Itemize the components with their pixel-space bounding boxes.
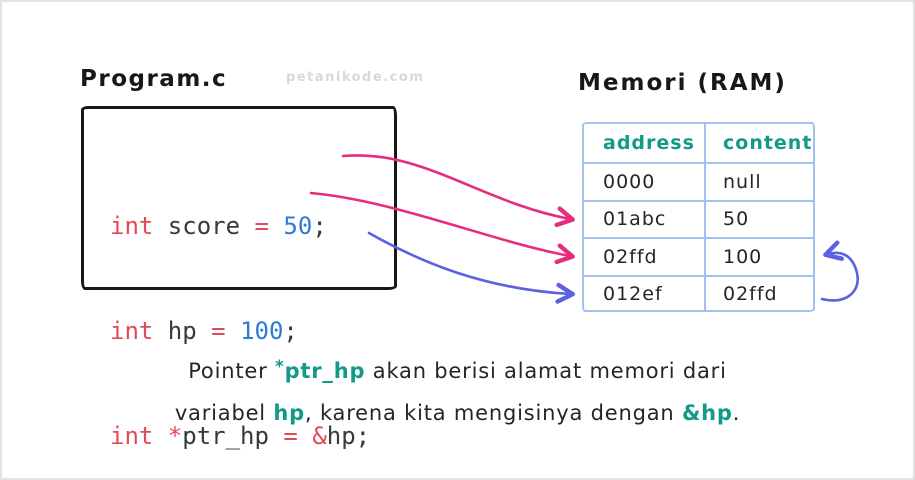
code-token: * [167,422,183,450]
code-token: hp [153,317,212,345]
code-token: int [110,212,154,240]
address-cell: 01abc [603,208,667,231]
content-cell: 02ffd [704,276,813,312]
code-token: = [268,422,313,450]
code-line-ptr: int *ptr_hp = &hp; [110,419,394,454]
content-cell: null [704,164,813,200]
code-line-score: int score = 50; [110,209,394,244]
memory-table: address content 0000 null 01abc 50 02ffd… [582,122,815,312]
code-token: hp [326,422,356,450]
caption-amp-hp: &hp [681,401,733,425]
watermark: petanikode.com [286,70,425,85]
arrow-ptrhp-to-012ef [367,231,575,304]
code-token: score [153,212,255,240]
code-token: int [110,317,154,345]
code-token: ; [283,317,298,345]
memory-row: 01abc 50 [584,199,813,237]
caption-text: variabel [174,401,274,425]
code-token: ; [312,212,327,240]
caption-line-2: variabel hp, karena kita mengisinya deng… [2,393,913,434]
code-token: ptr_hp [182,422,269,450]
caption-text: Pointer [188,359,275,383]
memory-row: 012ef 02ffd [584,274,813,312]
caption-hp-name: hp [273,401,305,425]
code-token: int [110,422,168,450]
memory-row: 0000 null [584,162,813,200]
address-cell: 02ffd [603,245,658,268]
content-cell: 100 [704,239,813,275]
memory-ram-title: Memori (RAM) [578,70,787,96]
content-column-header: content [704,124,813,162]
code-token: & [312,422,327,450]
code-token: 100 [240,317,284,345]
caption-text: . [732,401,741,425]
code-token: ; [355,422,371,450]
content-cell: 50 [704,201,813,237]
caption: Pointer *ptr_hp akan berisi alamat memor… [2,351,913,434]
memory-table-header: address content [584,124,813,162]
code-token: 50 [283,212,313,240]
code-token: = [254,212,284,240]
program-filename-label: Program.c [80,66,228,92]
address-cell: 012ef [603,283,663,306]
program-code-box: int score = 50; int hp = 100; int *ptr_h… [81,106,397,450]
address-column-header: address [603,132,695,154]
address-cell: 0000 [603,170,656,193]
caption-pointer-star: * [275,356,285,376]
caption-text: , karena kita mengisinya dengan [305,401,682,425]
arrow-loop-content-to-02ffd [820,240,860,302]
caption-line-1: Pointer *ptr_hp akan berisi alamat memor… [2,351,913,393]
memory-row: 02ffd 100 [584,237,813,275]
caption-text: akan berisi alamat memori dari [365,359,727,383]
code-token: = [211,317,241,345]
code-line-hp: int hp = 100; [110,314,394,349]
caption-pointer-name: ptr_hp [284,359,366,383]
